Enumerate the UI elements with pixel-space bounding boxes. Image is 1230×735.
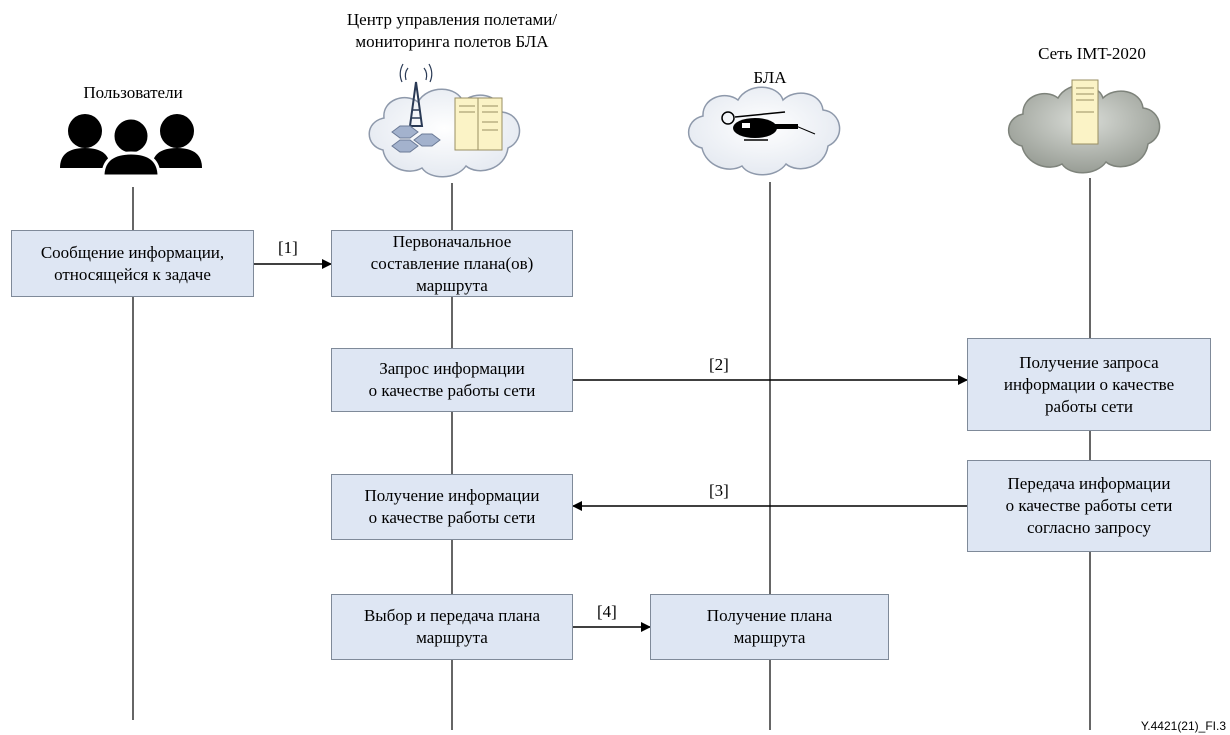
actor-control-center-label: Центр управления полетами/ мониторинга п… — [346, 10, 558, 51]
helicopter-cloud-icon — [687, 86, 841, 176]
server-cloud-icon — [1007, 79, 1161, 174]
message-label-1: [1] — [278, 238, 298, 257]
message-arrows — [254, 259, 968, 632]
box-receive-plan-text: Получение плана маршрута — [706, 606, 833, 647]
box-request-network-info: Запрос информации о качестве работы сети — [331, 348, 573, 412]
users-group-icon — [60, 114, 202, 178]
box-receive-network-info-text: Получение информации о качестве работы с… — [364, 486, 540, 527]
box-users-task-info-text: Сообщение информации, относящейся к зада… — [40, 242, 225, 284]
box-receive-plan: Получение плана маршрута — [650, 594, 889, 660]
box-send-network-info: Передача информации о качестве работы се… — [967, 460, 1211, 552]
lifelines — [132, 178, 1091, 730]
actor-network-label: Сеть IMT-2020 — [1038, 44, 1146, 63]
box-receive-request: Получение запроса информации о качестве … — [967, 338, 1211, 431]
box-receive-network-info: Получение информации о качестве работы с… — [331, 474, 573, 540]
figure-id: Y.4421(21)_FI.3 — [1140, 719, 1226, 733]
box-initial-route-plan: Первоначальное составление плана(ов) мар… — [331, 230, 573, 297]
actor-users-label: Пользователи — [83, 83, 183, 102]
box-select-send-plan: Выбор и передача плана маршрута — [331, 594, 573, 660]
box-initial-route-plan-text: Первоначальное составление плана(ов) мар… — [370, 231, 534, 295]
box-select-send-plan-text: Выбор и передача плана маршрута — [363, 606, 541, 647]
box-request-network-info-text: Запрос информации о качестве работы сети — [368, 359, 536, 400]
box-receive-request-text: Получение запроса информации о качестве … — [1003, 352, 1175, 416]
box-send-network-info-text: Передача информации о качестве работы се… — [1005, 474, 1173, 537]
message-label-4: [4] — [597, 602, 617, 621]
message-label-2: [2] — [709, 355, 729, 374]
actor-uav-label: БЛА — [753, 68, 787, 87]
control-center-cloud-icon — [368, 63, 521, 178]
message-label-3: [3] — [709, 481, 729, 500]
box-users-task-info: Сообщение информации, относящейся к зада… — [11, 230, 254, 297]
